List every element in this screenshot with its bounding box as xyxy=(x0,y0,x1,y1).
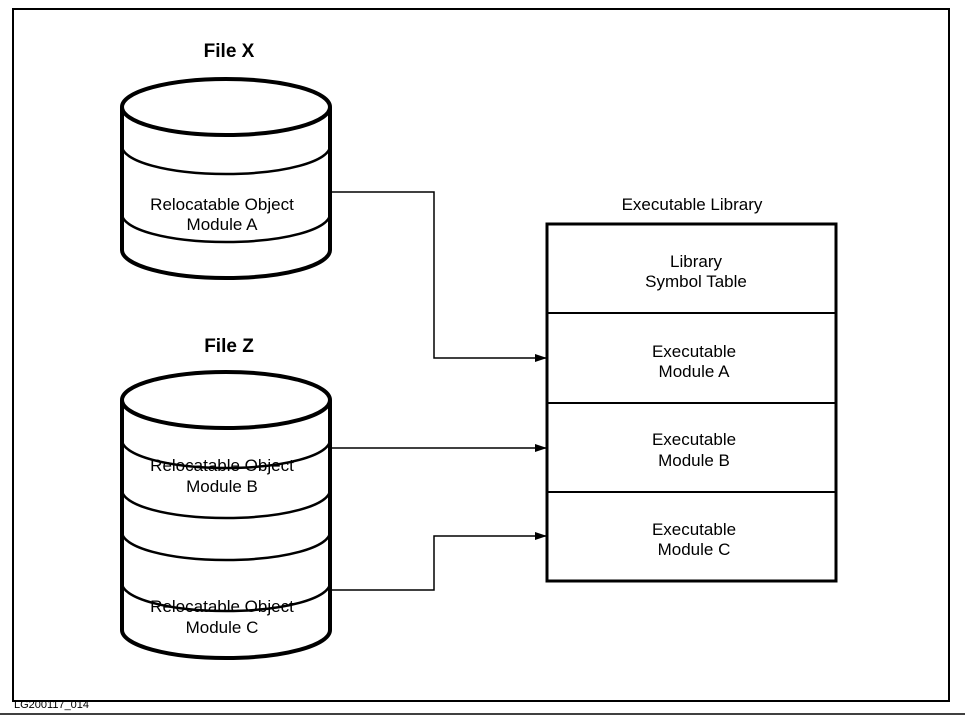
library-title: Executable Library xyxy=(622,195,763,214)
figure-frame xyxy=(12,8,950,702)
exec-module-a-line1: Executable xyxy=(652,342,736,361)
arrow-module-a xyxy=(331,191,547,362)
exec-module-c-line1: Executable xyxy=(652,520,736,539)
symbol-table-line2: Symbol Table xyxy=(645,272,747,291)
file-x-title: File X xyxy=(204,41,255,62)
figure-id: LG200117_014 xyxy=(14,699,89,711)
file-x-body xyxy=(120,107,332,280)
exec-module-b-line1: Executable xyxy=(652,430,736,449)
file-x-divider-bottom xyxy=(120,213,332,244)
file-z-module-b-line2: Module B xyxy=(186,477,258,496)
file-x-divider-top xyxy=(120,145,332,176)
file-z-cylinder: File Z Relocatable Object Module B Reloc… xyxy=(120,336,332,660)
exec-module-c-line2: Module C xyxy=(658,540,731,559)
symbol-table-line1: Library xyxy=(670,252,722,271)
file-z-module-c-line1: Relocatable Object xyxy=(150,597,294,616)
file-z-divider-4 xyxy=(120,582,332,613)
file-z-divider-3 xyxy=(120,531,332,562)
exec-module-a-line2: Module A xyxy=(659,362,731,381)
file-z-body xyxy=(120,400,332,660)
file-x-top xyxy=(120,77,332,137)
file-x-module-a-line1: Relocatable Object xyxy=(150,195,294,214)
file-z-divider-2 xyxy=(120,489,332,520)
executable-library: Executable Library Library Symbol Table … xyxy=(545,195,838,583)
file-x-module-a-line2: Module A xyxy=(187,215,259,234)
file-x-cylinder: File X Relocatable Object Module A xyxy=(120,41,332,280)
file-z-top xyxy=(120,370,332,430)
file-z-module-c-line2: Module C xyxy=(186,618,259,637)
exec-module-b-line2: Module B xyxy=(658,451,730,470)
file-z-divider-1 xyxy=(120,439,332,470)
arrow-module-c xyxy=(331,532,547,591)
file-z-title: File Z xyxy=(204,336,254,357)
file-z-module-b-line1: Relocatable Object xyxy=(150,456,294,475)
